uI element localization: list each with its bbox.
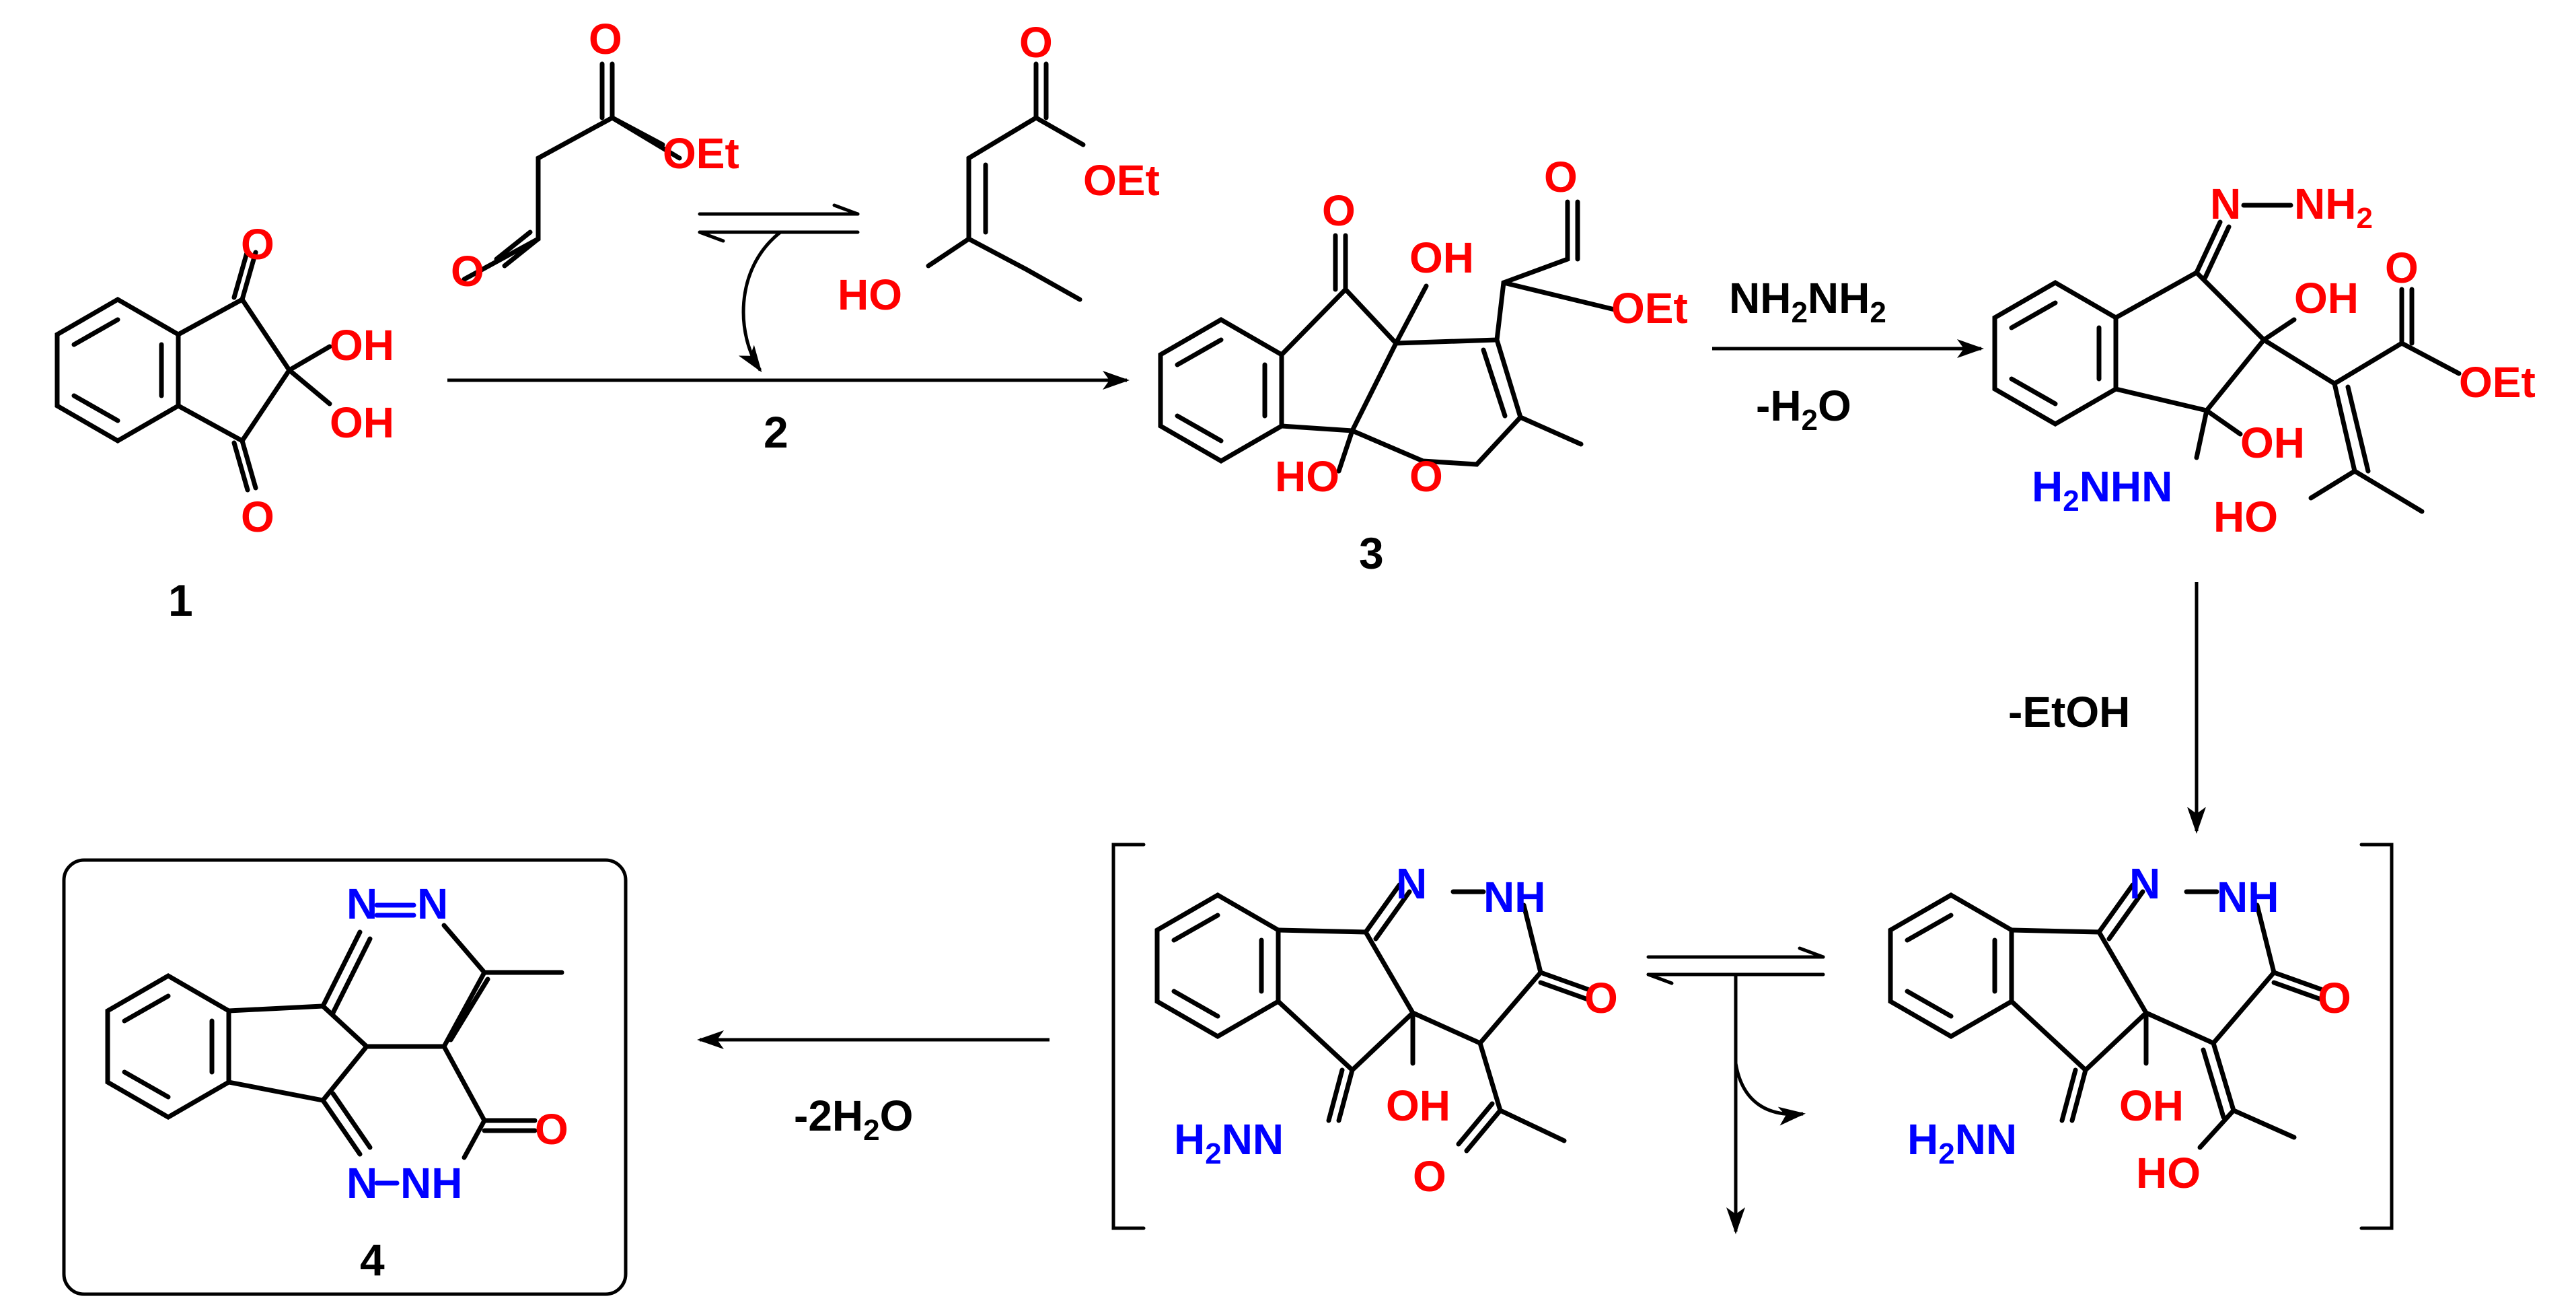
step-3-loss: -EtOH xyxy=(2008,688,2130,736)
compound-2-enol: O OEt HO xyxy=(838,18,1160,319)
intermediate-1: N NH2 OH O OEt OH H2NHN HO xyxy=(1992,180,2536,541)
c1-o-top: O xyxy=(241,220,274,269)
c4-n-1: N xyxy=(346,880,377,928)
c3-ho: HO xyxy=(1275,452,1339,501)
c3-o-ring: O xyxy=(1409,452,1443,501)
c2-keto-oet: OEt xyxy=(663,129,739,178)
int1-oet: OEt xyxy=(2459,358,2536,406)
int3-ho: HO xyxy=(2136,1149,2201,1197)
int2-o: O xyxy=(1584,974,1618,1022)
equilibrium-arrows-bottom xyxy=(1646,946,1825,1234)
step-2-reagent: NH2NH2 xyxy=(1729,274,1886,329)
int2-oh: OH xyxy=(1386,1081,1450,1130)
int3-o: O xyxy=(2318,974,2351,1022)
compound-3: O OH O OEt HO O 3 xyxy=(1158,153,1688,578)
int3-oh: OH xyxy=(2119,1081,2184,1130)
bracket-right xyxy=(2359,843,2394,1230)
c2-enol-oet: OEt xyxy=(1083,156,1160,205)
c2-keto-o: O xyxy=(451,247,484,295)
int1-n: N xyxy=(2210,180,2241,228)
int2-nh: NH xyxy=(1483,873,1545,921)
int1-h2nhn: H2NHN xyxy=(2032,462,2172,518)
int1-oh-2: OH xyxy=(2240,419,2305,467)
c1-oh-2: OH xyxy=(330,398,394,447)
c4-n-2: N xyxy=(417,880,448,928)
step-2-loss: -H2O xyxy=(1756,382,1851,437)
c4-n-bottom: N xyxy=(346,1159,377,1207)
step-4-arrow: -2H2O xyxy=(697,1030,1050,1147)
compound-1-number: 1 xyxy=(168,575,193,625)
step-2-arrow: NH2NH2 -H2O xyxy=(1712,274,1984,437)
int2-n1: N xyxy=(1396,859,1427,908)
int3-nh: NH xyxy=(2217,873,2279,921)
product-box xyxy=(62,858,628,1296)
int1-oh-1: OH xyxy=(2294,274,2359,322)
compound-2-keto: O OEt O xyxy=(451,15,739,295)
step-1-reagent: 2 xyxy=(764,407,788,457)
int3-h2nn: H2NN xyxy=(1907,1115,2017,1170)
equilibrium-arrows-top xyxy=(698,203,860,373)
intermediate-2: N NH O OH H2NN O xyxy=(1154,859,1618,1201)
c2-enol-o-ester: O xyxy=(1019,18,1053,67)
compound-1: O OH OH O 1 xyxy=(54,220,394,625)
compound-4-number: 4 xyxy=(360,1235,385,1285)
c1-oh-1: OH xyxy=(330,321,394,369)
step-1-arrow: 2 xyxy=(447,371,1130,457)
int1-ho: HO xyxy=(2213,493,2278,541)
int2-h2nn: H2NN xyxy=(1174,1115,1284,1170)
c3-oet: OEt xyxy=(1611,284,1688,332)
int1-o-ester: O xyxy=(2385,244,2419,292)
c4-o: O xyxy=(535,1105,568,1154)
intermediate-3: N NH O OH H2NN HO xyxy=(1888,859,2351,1197)
step-4-loss: -2H2O xyxy=(794,1092,913,1147)
c1-o-bottom: O xyxy=(241,493,274,541)
int2-o-acetyl: O xyxy=(1413,1152,1446,1201)
step-3-arrow: -EtOH xyxy=(2008,582,2206,834)
compound-4: N N O N NH 4 xyxy=(62,858,628,1296)
c3-oh: OH xyxy=(1409,234,1474,282)
int3-n1: N xyxy=(2129,859,2160,908)
c3-o-ketone: O xyxy=(1322,186,1356,235)
c4-nh-bottom: NH xyxy=(400,1159,462,1207)
c2-enol-ho: HO xyxy=(838,271,902,319)
c3-o-ester: O xyxy=(1544,153,1578,201)
int1-nh2: NH2 xyxy=(2294,180,2373,235)
c2-keto-o-ester: O xyxy=(589,15,622,63)
bracket-left xyxy=(1111,843,1146,1230)
compound-3-number: 3 xyxy=(1359,528,1384,578)
